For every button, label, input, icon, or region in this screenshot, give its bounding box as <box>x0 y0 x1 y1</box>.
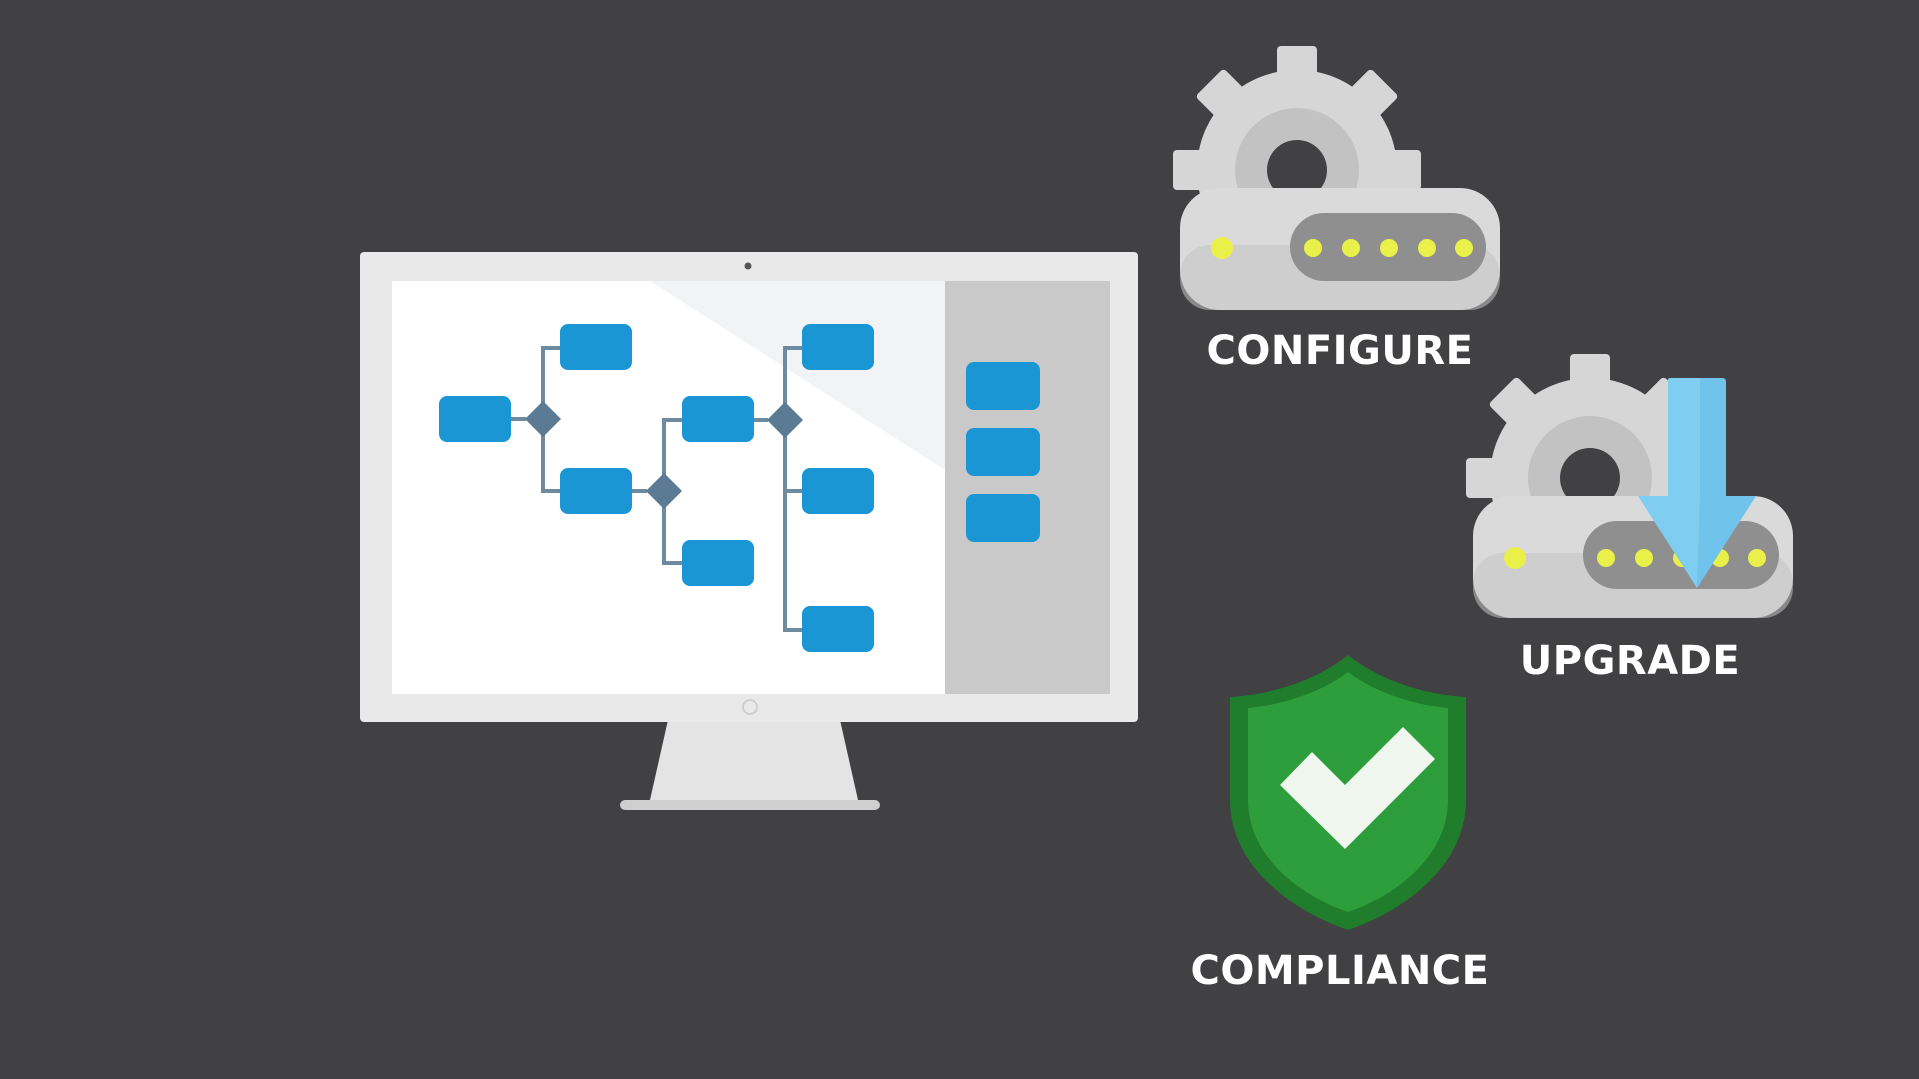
gear-router-icon <box>1173 46 1500 310</box>
monitor-camera <box>744 262 752 270</box>
workflow-node <box>560 324 632 370</box>
workflow-node <box>802 606 874 652</box>
workflow-connectors <box>510 346 802 632</box>
panel-block <box>966 494 1040 542</box>
workflow-node <box>439 396 511 442</box>
checkmark-icon <box>1280 727 1435 849</box>
configure-label: CONFIGURE <box>1206 328 1474 374</box>
monitor-button <box>742 699 758 715</box>
decision-diamond <box>525 401 561 437</box>
compliance-label: COMPLIANCE <box>1190 948 1490 994</box>
router-leds <box>1211 237 1473 259</box>
desktop-monitor-icon <box>360 252 1138 810</box>
gear-router-download-icon <box>1466 354 1793 618</box>
workflow-node <box>682 396 754 442</box>
workflow-decisions <box>525 401 803 509</box>
workflow-nodes <box>439 324 874 652</box>
decision-diamond <box>646 473 682 509</box>
screen-side-panel <box>945 281 1110 694</box>
workflow-node <box>802 468 874 514</box>
download-arrow-shade <box>1697 378 1756 588</box>
monitor-stand <box>650 720 858 800</box>
decision-diamond <box>767 402 803 438</box>
workflow-node <box>802 324 874 370</box>
panel-block <box>966 362 1040 410</box>
workflow-node <box>682 540 754 586</box>
upgrade-label: UPGRADE <box>1519 638 1741 684</box>
side-panel-blocks <box>966 362 1040 542</box>
shield-check-icon <box>1230 655 1466 930</box>
monitor-base <box>620 800 880 810</box>
panel-block <box>966 428 1040 476</box>
workflow-node <box>560 468 632 514</box>
